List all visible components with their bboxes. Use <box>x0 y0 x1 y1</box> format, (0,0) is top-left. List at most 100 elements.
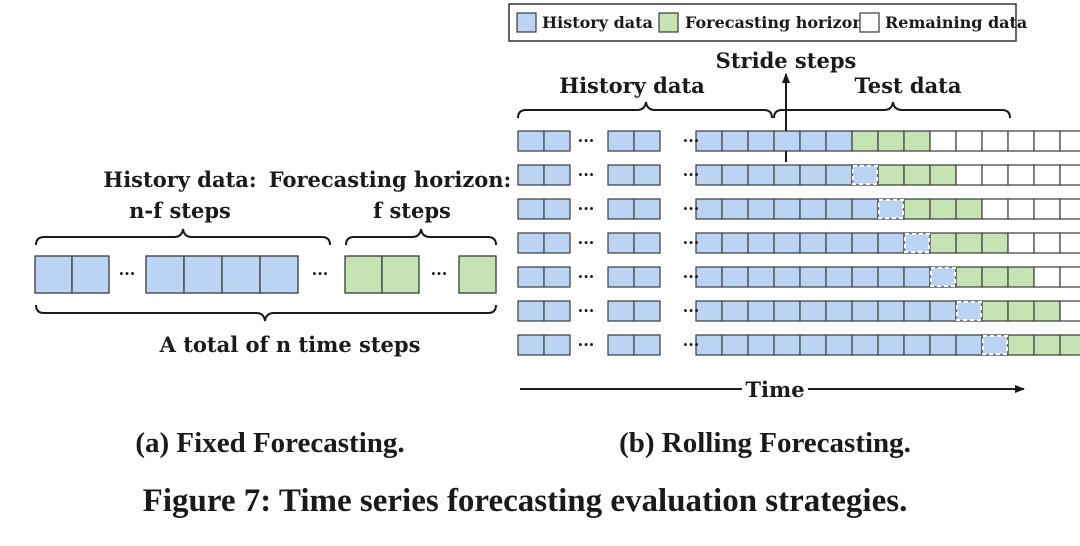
history-cell <box>851 266 879 288</box>
history-cell <box>773 334 801 356</box>
rolling-ellipsis: ··· <box>683 131 700 150</box>
remaining-cell <box>1033 198 1061 220</box>
fixed-history-cell <box>71 255 110 294</box>
remaining-cell <box>1059 300 1080 322</box>
history-cell <box>607 130 635 152</box>
rolling-history-brace <box>517 101 773 119</box>
legend-history-swatch <box>516 12 537 33</box>
history-cell <box>851 164 879 186</box>
rolling-ellipsis: ··· <box>578 301 595 320</box>
history-cell <box>877 198 905 220</box>
remaining-cell <box>1007 232 1035 254</box>
remaining-cell <box>1059 266 1080 288</box>
history-cell <box>695 130 723 152</box>
rolling-stride-label: Stride steps <box>716 48 857 73</box>
figure-caption: Figure 7: Time series forecasting evalua… <box>143 483 908 519</box>
legend-remaining-label: Remaining data <box>885 13 1027 32</box>
legend-frame <box>508 3 1017 42</box>
history-cell <box>799 334 827 356</box>
history-cell <box>747 300 775 322</box>
rolling-ellipsis: ··· <box>683 233 700 252</box>
history-cell <box>747 130 775 152</box>
remaining-cell <box>955 130 983 152</box>
forecast-cell <box>1007 300 1035 322</box>
history-cell <box>517 130 545 152</box>
fixed-forecast-label-line2: f steps <box>373 198 451 223</box>
history-cell <box>747 164 775 186</box>
remaining-cell <box>1007 130 1035 152</box>
history-cell <box>633 334 661 356</box>
forecast-cell <box>851 130 879 152</box>
rolling-ellipsis: ··· <box>578 233 595 252</box>
history-cell <box>851 334 879 356</box>
forecast-cell <box>1059 334 1080 356</box>
history-cell <box>721 266 749 288</box>
fixed-history-label-line2: n-f steps <box>129 198 231 223</box>
history-cell <box>955 300 983 322</box>
history-cell <box>721 300 749 322</box>
legend-history-label: History data <box>542 13 653 32</box>
rolling-ellipsis: ··· <box>683 267 700 286</box>
fixed-forecast-label-line1: Forecasting horizon: <box>269 167 512 192</box>
history-cell <box>747 198 775 220</box>
forecast-cell <box>903 198 931 220</box>
history-cell <box>721 164 749 186</box>
history-cell <box>825 198 853 220</box>
forecast-cell <box>929 232 957 254</box>
history-cell <box>721 232 749 254</box>
forecast-cell <box>1033 334 1061 356</box>
fixed-forecast-cell <box>458 255 497 294</box>
history-cell <box>607 198 635 220</box>
history-cell <box>747 266 775 288</box>
history-cell <box>929 300 957 322</box>
forecast-cell <box>877 164 905 186</box>
history-cell <box>799 266 827 288</box>
forecast-cell <box>955 232 983 254</box>
history-cell <box>747 334 775 356</box>
history-cell <box>695 198 723 220</box>
rolling-test-label: Test data <box>854 73 961 98</box>
history-cell <box>633 130 661 152</box>
history-cell <box>851 232 879 254</box>
rolling-ellipsis: ··· <box>578 335 595 354</box>
rolling-test-brace <box>773 101 1011 119</box>
history-cell <box>543 198 571 220</box>
remaining-cell <box>1007 164 1035 186</box>
history-cell <box>981 334 1009 356</box>
remaining-cell <box>1033 266 1061 288</box>
history-cell <box>633 266 661 288</box>
fixed-history-brace <box>35 228 331 246</box>
history-cell <box>695 232 723 254</box>
history-cell <box>773 198 801 220</box>
remaining-cell <box>981 198 1009 220</box>
history-cell <box>543 164 571 186</box>
history-cell <box>721 198 749 220</box>
fixed-forecast-cell <box>381 255 420 294</box>
rolling-ellipsis: ··· <box>578 267 595 286</box>
history-cell <box>695 164 723 186</box>
history-cell <box>721 334 749 356</box>
forecast-cell <box>1033 300 1061 322</box>
history-cell <box>825 232 853 254</box>
history-cell <box>695 266 723 288</box>
history-cell <box>799 130 827 152</box>
history-cell <box>633 300 661 322</box>
remaining-cell <box>981 164 1009 186</box>
history-cell <box>929 266 957 288</box>
fixed-history-cell <box>34 255 73 294</box>
history-cell <box>773 130 801 152</box>
history-cell <box>825 300 853 322</box>
history-cell <box>799 164 827 186</box>
fixed-total-brace <box>35 304 497 322</box>
remaining-cell <box>1007 198 1035 220</box>
rolling-ellipsis: ··· <box>578 165 595 184</box>
history-cell <box>825 334 853 356</box>
forecast-cell <box>1007 266 1035 288</box>
time-axis-label: Time <box>745 377 804 402</box>
legend-forecast-swatch <box>658 12 679 33</box>
history-cell <box>543 232 571 254</box>
rolling-forecasting-panel: History data Test data Stride steps ····… <box>517 48 1080 459</box>
rolling-ellipsis: ··· <box>578 131 595 150</box>
remaining-cell <box>929 130 957 152</box>
